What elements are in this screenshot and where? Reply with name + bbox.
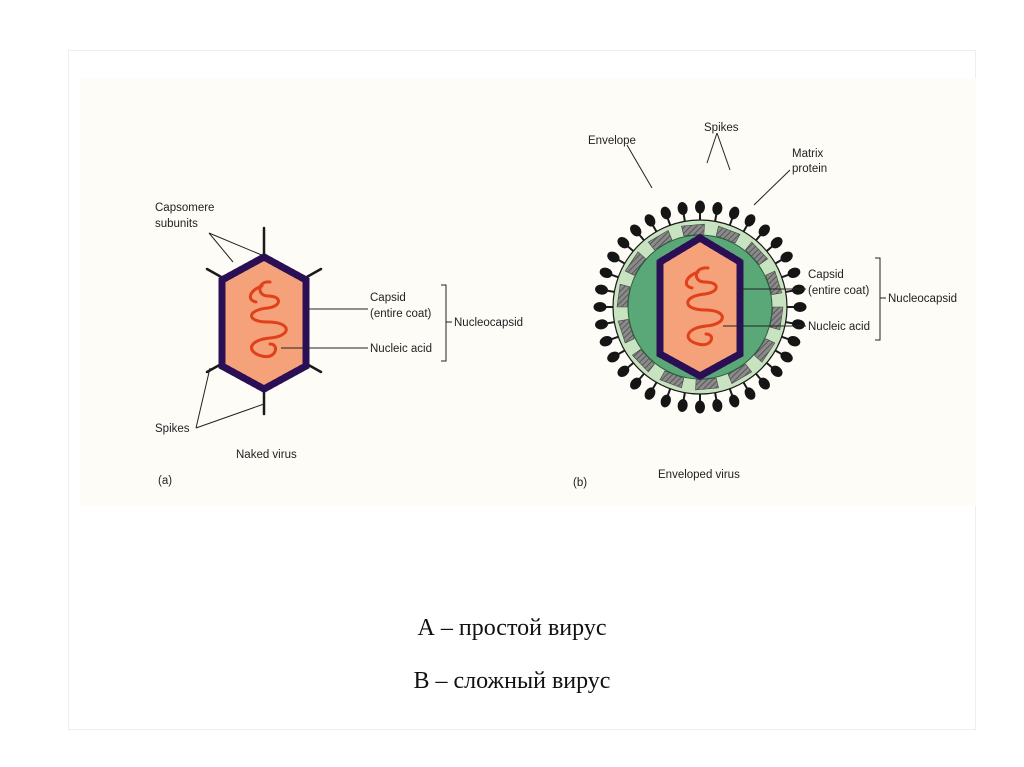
- spike-knob: [630, 224, 642, 237]
- label-protein: protein: [792, 163, 827, 175]
- label-nucleic-acid-a: Nucleic acid: [370, 343, 432, 355]
- label-nucleocapsid-b: Nucleocapsid: [888, 293, 957, 305]
- spike-knob: [599, 267, 613, 278]
- panel-letter-b: (b): [573, 477, 587, 489]
- spike-knob: [780, 351, 793, 363]
- spike-knob: [787, 336, 801, 347]
- label-capsid-a: Capsid: [370, 292, 406, 304]
- label-spikes-b: Spikes: [704, 122, 739, 134]
- naked-nucleic-acid: [248, 280, 288, 359]
- enveloped-virus-spikes: [593, 200, 807, 414]
- spike-knob: [729, 206, 740, 220]
- spike-knob: [677, 399, 688, 412]
- spike-knob: [595, 284, 608, 295]
- spike-knob: [660, 394, 671, 408]
- spike-knob: [660, 206, 671, 220]
- spike-knob: [617, 365, 630, 377]
- spike-knob: [677, 202, 688, 215]
- enveloped-nucleic-acid: [684, 266, 724, 347]
- label-entire-coat-a: (entire coat): [370, 308, 432, 320]
- label-spikes-a: Spikes: [155, 423, 190, 435]
- spike-knob: [695, 200, 705, 214]
- title-enveloped-virus: Enveloped virus: [658, 469, 740, 481]
- spike-knob: [792, 319, 805, 330]
- spike-knob: [644, 214, 656, 227]
- enveloped-capsid: [656, 233, 744, 380]
- spike-knob: [792, 284, 805, 295]
- spike-knob: [758, 377, 770, 390]
- label-subunits: subunits: [155, 218, 198, 230]
- matrix-protein-block: [681, 223, 705, 237]
- spike-knob: [607, 251, 620, 263]
- spike-knob: [744, 214, 756, 227]
- spike-knob: [770, 237, 783, 249]
- spike-knob: [607, 351, 620, 363]
- spike-knob: [630, 377, 642, 390]
- spike-knob: [770, 365, 783, 377]
- spike-knob: [595, 319, 608, 330]
- spike-knob: [729, 394, 740, 408]
- spike-knob: [599, 336, 613, 347]
- spike-knob: [780, 251, 793, 263]
- spike-knob: [644, 387, 656, 400]
- spike-knob: [593, 302, 607, 312]
- panel-letter-a: (a): [158, 475, 172, 487]
- spike-knob: [744, 387, 756, 400]
- spike-knob: [787, 267, 801, 278]
- spike-knob: [793, 302, 807, 312]
- naked-virus: Capsomere subunits Capsid (entire coat) …: [155, 202, 523, 487]
- spike-knob: [695, 400, 705, 414]
- label-nucleic-acid-b: Nucleic acid: [808, 321, 870, 333]
- enveloped-virus: Envelope Spikes Matrix protein Capsid (e…: [573, 122, 957, 489]
- spike-knob: [712, 202, 723, 215]
- label-entire-coat-b: (entire coat): [808, 285, 870, 297]
- spike-knob: [617, 237, 630, 249]
- spike-knob: [712, 399, 723, 412]
- title-naked-virus: Naked virus: [236, 449, 297, 461]
- label-nucleocapsid-a: Nucleocapsid: [454, 317, 523, 329]
- caption-complex-virus: В – сложный вирус: [413, 668, 611, 694]
- label-capsomere: Capsomere: [155, 202, 214, 214]
- label-matrix: Matrix: [792, 148, 824, 160]
- caption-simple-virus: А – простой вирус: [417, 615, 607, 641]
- spike-knob: [758, 224, 770, 237]
- matrix-protein-block: [695, 377, 719, 391]
- label-capsid-b: Capsid: [808, 269, 844, 281]
- label-envelope: Envelope: [588, 135, 636, 147]
